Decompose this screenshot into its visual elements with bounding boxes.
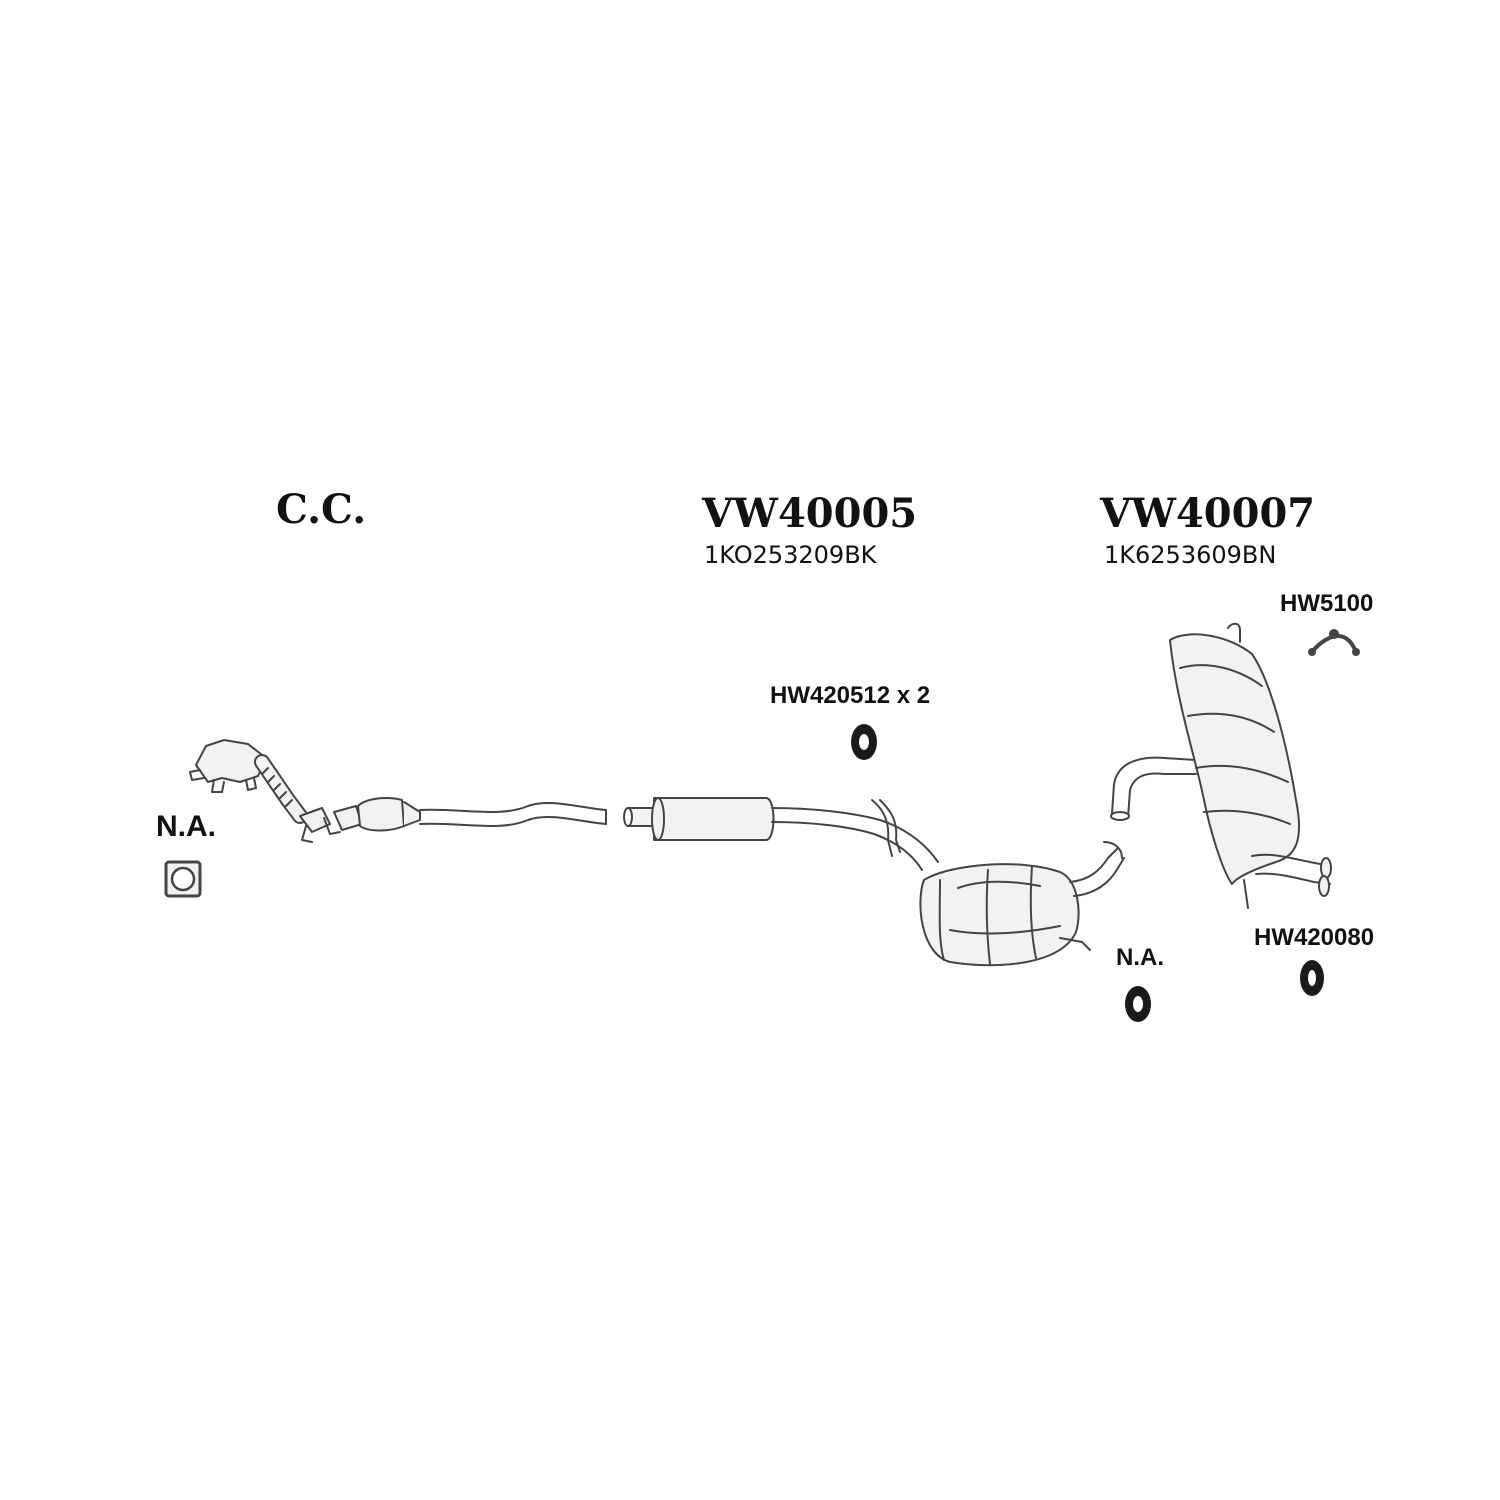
rear-silencer	[1110, 622, 1332, 909]
rubber-hanger-pair	[851, 724, 877, 760]
rear-hanger-label: HW420080	[1254, 924, 1375, 951]
rear-na-label: N.A.	[1116, 944, 1164, 971]
bracket-label: HW5100	[1280, 590, 1374, 617]
rubber-hanger-rear-mid	[1125, 986, 1151, 1022]
front-na-label: N.A.	[156, 810, 216, 843]
rear-intermediate-box	[919, 841, 1125, 967]
part1-code: VW40005	[702, 490, 918, 537]
part1-oem: 1KO253209BK	[704, 541, 877, 569]
middle-silencer	[623, 797, 939, 871]
front-manifold-section	[189, 739, 341, 843]
gasket-flange	[164, 860, 202, 898]
hanger-bracket	[1308, 629, 1360, 656]
cc-label: C.C.	[276, 486, 367, 533]
part2-oem: 1K6253609BN	[1104, 541, 1277, 569]
part2-code: VW40007	[1100, 490, 1316, 537]
hanger-pair-label: HW420512 x 2	[770, 682, 931, 709]
catalytic-converter	[333, 797, 607, 832]
rubber-hanger-rear	[1300, 960, 1324, 996]
